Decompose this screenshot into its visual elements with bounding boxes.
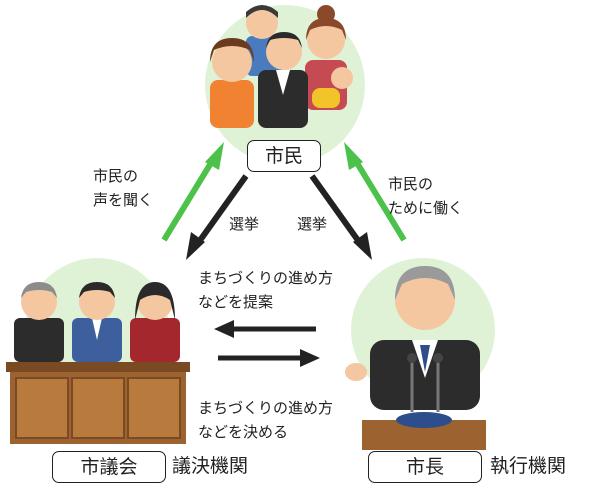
council-to-citizens-line1: 市民の xyxy=(93,167,139,185)
mayor-role-label: 執行機関 xyxy=(490,455,567,477)
arrow-citizens-to-mayor xyxy=(309,174,372,260)
mayor-to-council-line1: まちづくりの進め方 xyxy=(198,269,334,287)
mayor-to-citizens-line2: ために働く xyxy=(388,199,464,217)
citizens-illustration xyxy=(210,5,353,128)
mayor-to-citizens-label: 市民の ために働く xyxy=(388,172,463,220)
arrow-mayor-to-citizens xyxy=(344,142,407,242)
election-label-left: 選挙 xyxy=(229,215,260,233)
mayor-to-council-line2: などを提案 xyxy=(198,293,274,311)
council-to-mayor-line2: などを決める xyxy=(198,423,289,441)
arrow-council-to-mayor xyxy=(218,349,320,367)
council-to-citizens-line2: 声を聞く xyxy=(93,191,154,209)
council-role-label: 議決機関 xyxy=(172,455,249,477)
council-to-mayor-line1: まちづくりの進め方 xyxy=(198,399,334,417)
citizens-label: 市民 xyxy=(247,140,321,172)
citizen-girl xyxy=(210,38,254,128)
council-to-mayor-label: まちづくりの進め方 などを決める xyxy=(198,396,333,444)
mayor-to-council-label: まちづくりの進め方 などを提案 xyxy=(198,266,333,314)
mayor-illustration xyxy=(345,266,486,450)
council-member-3 xyxy=(130,282,180,362)
citizen-man-suit xyxy=(258,32,308,128)
citizen-baby xyxy=(312,67,353,108)
arrow-council-to-citizens xyxy=(161,142,224,242)
mayor-to-citizens-line1: 市民の xyxy=(388,175,434,193)
council-member-1 xyxy=(14,282,64,362)
council-bench xyxy=(6,362,190,444)
council-illustration xyxy=(6,282,190,444)
council-label: 市議会 xyxy=(52,451,166,483)
council-member-2 xyxy=(72,282,122,362)
arrow-mayor-to-council xyxy=(214,320,316,338)
election-label-right: 選挙 xyxy=(297,215,328,233)
arrow-citizens-to-council xyxy=(186,174,249,260)
mayor-label: 市長 xyxy=(368,451,482,483)
council-to-citizens-label: 市民の 声を聞く xyxy=(93,164,153,212)
